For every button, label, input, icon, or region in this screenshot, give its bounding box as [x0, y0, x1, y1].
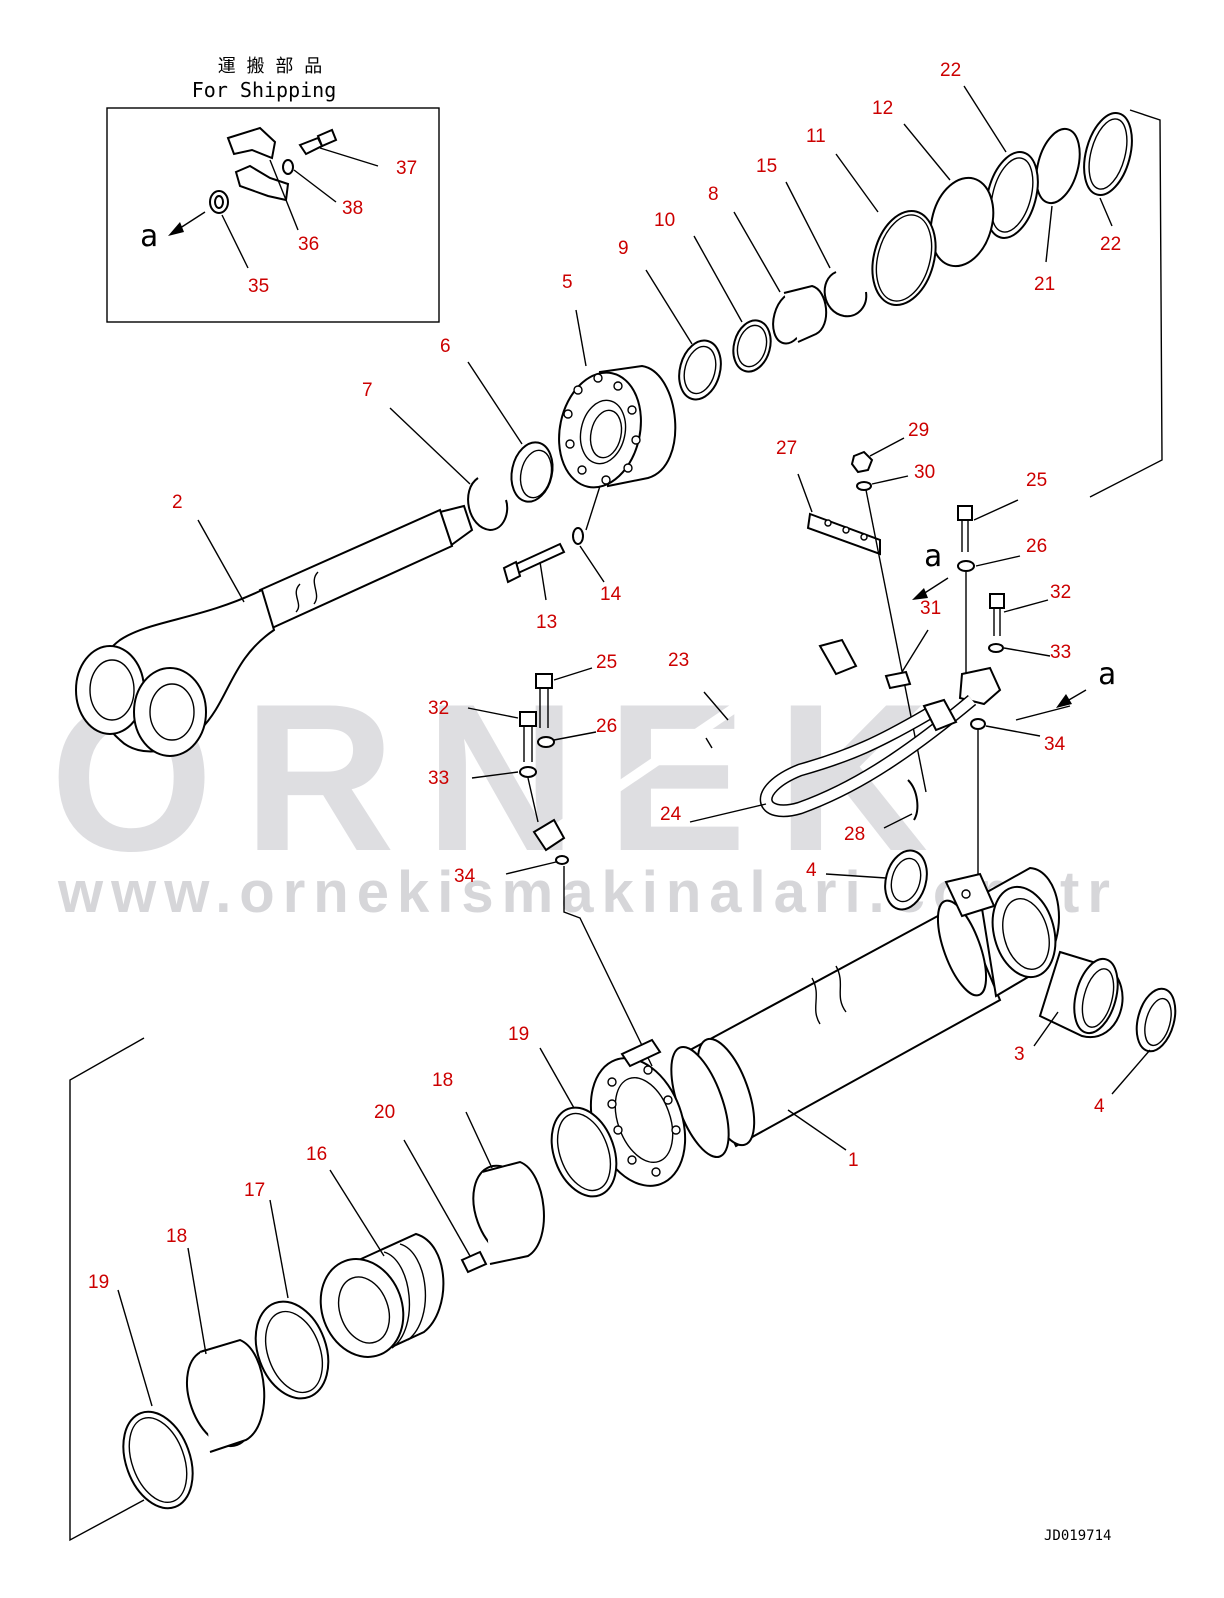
callout-31: 31: [920, 598, 941, 619]
callout-2: 2: [172, 492, 183, 513]
drawing-code: JD019714: [1044, 1528, 1111, 1544]
flange-block-part: [958, 666, 1002, 706]
bolt-13-part: [510, 542, 566, 576]
shipping-title-jp: 運 搬 部 品: [218, 56, 323, 77]
plate-27-part: [806, 512, 881, 556]
callout-32-right: 32: [1050, 582, 1071, 603]
callout-34-right: 34: [1044, 734, 1066, 755]
clamp-upper-part: [226, 126, 277, 160]
seal-12-part: [929, 176, 995, 268]
callout-26-left: 26: [596, 716, 617, 737]
callout-5: 5: [562, 272, 573, 293]
washer-30-part: [856, 481, 872, 491]
bolt-32-left-part: [519, 711, 537, 727]
callout-33-left: 33: [428, 768, 449, 789]
callout-1: 1: [848, 1150, 859, 1171]
watermark-url: www.ornekismakinalari.com.tr: [57, 860, 1118, 925]
washer-26-right-part: [957, 560, 975, 572]
nut-29-part: [850, 450, 874, 474]
callout-20: 20: [374, 1102, 395, 1123]
ref-mark-a-3: a: [1098, 657, 1116, 692]
callout-10: 10: [654, 210, 675, 231]
piston-group: [69, 1037, 618, 1542]
callout-24: 24: [660, 804, 682, 825]
callout-28: 28: [844, 824, 865, 845]
strap-28-part: [907, 779, 919, 821]
callout-21: 21: [1034, 274, 1055, 295]
callout-22-top: 22: [940, 60, 961, 81]
callout-17: 17: [244, 1180, 265, 1201]
snap-ring-15-part: [823, 271, 868, 318]
piston-rod-2-part: [258, 508, 454, 630]
callout-26-right: 26: [1026, 536, 1047, 557]
clamp-lower-part: [234, 164, 290, 202]
callout-6: 6: [440, 336, 451, 357]
callout-34-left: 34: [454, 866, 476, 887]
cylinder-head: [389, 309, 677, 601]
washer-33-left-part: [519, 766, 537, 778]
bolt-25-right-part: [957, 505, 973, 521]
callout-4-lower: 4: [1094, 1096, 1105, 1117]
callout-16: 16: [306, 1144, 327, 1165]
callout-8: 8: [708, 184, 719, 205]
callout-15: 15: [756, 156, 777, 177]
callout-11: 11: [806, 126, 826, 147]
ref-mark-a-2: a: [924, 539, 942, 574]
callout-29: 29: [908, 420, 929, 441]
callout-22-bottom: 22: [1100, 234, 1121, 255]
callout-7: 7: [362, 380, 373, 401]
clip-31-part: [884, 670, 912, 690]
callout-3: 3: [1014, 1044, 1025, 1065]
washer-33-right-part: [988, 643, 1004, 653]
hose-23-part: [537, 645, 823, 845]
set-screw-20-part: [460, 1250, 488, 1274]
callout-25-right: 25: [1026, 470, 1047, 491]
hose-24-part: [761, 696, 976, 816]
callout-13: 13: [536, 612, 557, 633]
callout-25-left: 25: [596, 652, 617, 673]
snap-ring-7-part: [467, 477, 509, 532]
callout-23: 23: [668, 650, 689, 671]
callout-18-lower: 18: [166, 1226, 187, 1247]
callout-30: 30: [914, 462, 935, 483]
callout-14: 14: [600, 584, 622, 605]
piston-rod: [75, 504, 474, 757]
shipping-box: 運 搬 部 品 For Shipping a: [106, 56, 440, 323]
callout-27: 27: [776, 438, 797, 459]
ring-21-part: [1035, 127, 1081, 205]
callout-37: 37: [396, 158, 417, 179]
callout-36: 36: [298, 234, 319, 255]
callout-19-upper: 19: [508, 1024, 529, 1045]
washer-26-left-part: [537, 736, 555, 748]
shipping-frame: [106, 107, 440, 323]
washer-14-part: [572, 527, 584, 545]
shipping-title-en: For Shipping: [192, 78, 337, 102]
callout-12: 12: [872, 98, 893, 119]
callout-4-upper: 4: [806, 860, 817, 881]
callout-9: 9: [618, 238, 629, 259]
bolt-25-left-part: [535, 673, 553, 689]
callout-33-right: 33: [1050, 642, 1071, 663]
bolt-32-right-part: [989, 593, 1005, 609]
callout-18-upper: 18: [432, 1070, 453, 1091]
washer-38-part: [282, 159, 294, 175]
callout-labels: 37 38 36 35 22 12 11 15 8 10 9 5 6 7 2 2…: [88, 60, 1121, 1293]
ref-mark-a-1: a: [140, 219, 158, 254]
callout-35: 35: [248, 276, 269, 297]
hose-group: a a: [467, 437, 1116, 1067]
callout-19-lower: 19: [88, 1272, 109, 1293]
top-seal-group: [645, 85, 1163, 498]
o-ring-34-right-part: [970, 718, 986, 730]
callout-38: 38: [342, 198, 363, 219]
o-ring-34-left-part: [555, 855, 569, 865]
callout-32-left: 32: [428, 698, 449, 719]
